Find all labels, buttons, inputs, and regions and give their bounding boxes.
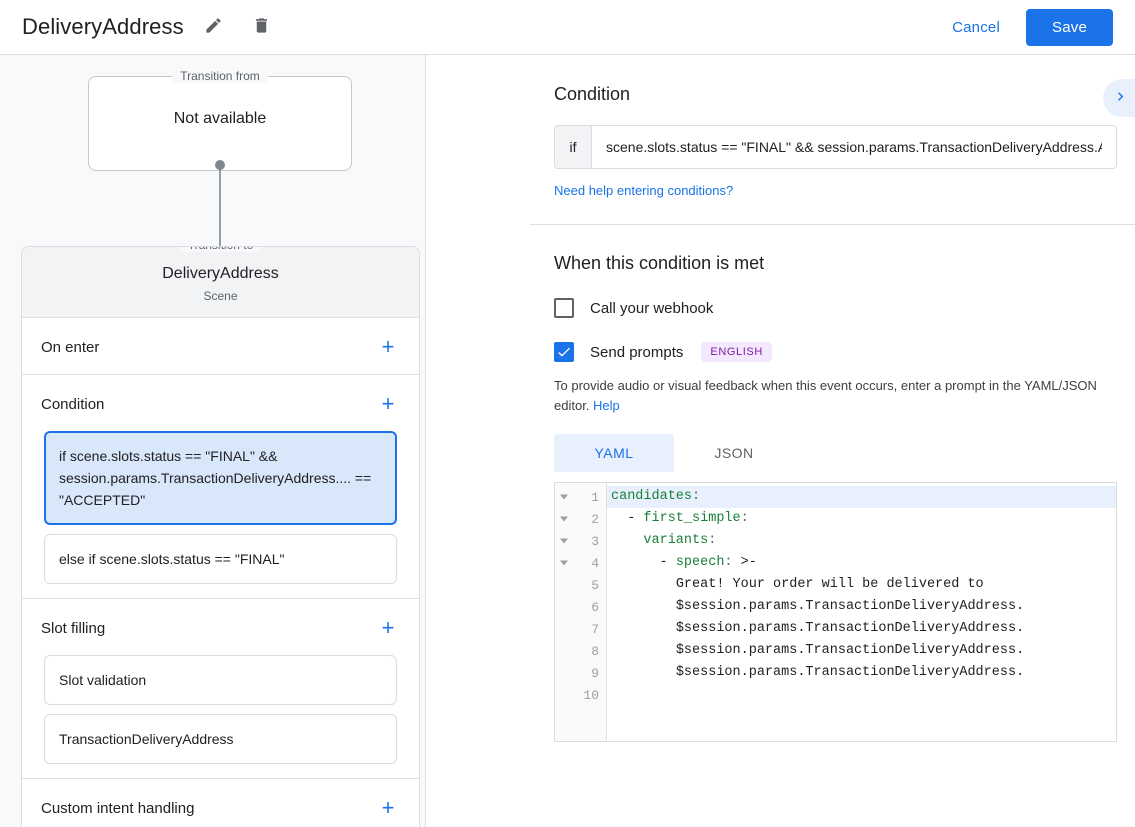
transition-from-value: Not available <box>173 110 267 127</box>
editor-line-number: 6 <box>591 599 599 615</box>
editor-code-line: $session.params.TransactionDeliveryAddre… <box>675 621 1025 636</box>
fold-caret-icon[interactable] <box>560 560 568 566</box>
section-custom-intent: Custom intent handling + <box>22 779 419 827</box>
webhook-row[interactable]: Call your webhook <box>554 298 1135 318</box>
editor-code-line: Great! Your order will be delivered to <box>675 577 984 592</box>
editor-code-line: $session.params.TransactionDeliveryAddre… <box>675 599 1025 614</box>
editor-code-line: - speech: >- <box>611 555 757 570</box>
list-item[interactable]: if scene.slots.status == "FINAL" && sess… <box>44 431 397 525</box>
section-condition-row[interactable]: Condition + <box>22 375 419 431</box>
section-slot-filling-row[interactable]: Slot filling + <box>22 599 419 655</box>
editor-code-line: candidates: <box>607 486 1116 508</box>
editor-code-line <box>607 684 1116 706</box>
editor-format-tabs: YAML JSON <box>554 434 1135 472</box>
condition-help-link[interactable]: Need help entering conditions? <box>554 183 734 198</box>
transition-from-legend: Transition from <box>172 69 268 83</box>
fold-caret-icon[interactable] <box>560 538 568 544</box>
list-item[interactable]: else if scene.slots.status == "FINAL" <box>44 534 397 584</box>
slot-filling-item-list: Slot validation TransactionDeliveryAddre… <box>22 655 419 778</box>
call-webhook-label: Call your webhook <box>590 299 714 317</box>
editor-line-number: 1 <box>555 486 606 508</box>
editor-line-number: 4 <box>555 552 606 574</box>
send-prompts-row[interactable]: Send prompts ENGLISH <box>554 342 1135 362</box>
transition-to-subtitle: Scene <box>203 289 238 303</box>
editor-line-number: 2 <box>555 508 606 530</box>
save-button[interactable]: Save <box>1026 8 1113 46</box>
app-header: DeliveryAddress Cancel Save <box>0 0 1135 55</box>
section-on-enter-title: On enter <box>41 338 100 356</box>
condition-section: Condition if Need help entering conditio… <box>530 55 1135 225</box>
condition-input[interactable] <box>592 126 1116 168</box>
section-condition-title: Condition <box>41 395 105 413</box>
condition-input-group: if <box>554 125 1117 169</box>
when-condition-met-section: When this condition is met Call your web… <box>530 225 1135 742</box>
edit-title-button[interactable] <box>196 9 232 45</box>
tab-json[interactable]: JSON <box>674 434 794 472</box>
when-met-heading: When this condition is met <box>554 253 765 273</box>
fold-caret-icon[interactable] <box>560 494 568 500</box>
cancel-button[interactable]: Cancel <box>938 11 1014 44</box>
prompts-helper-text: To provide audio or visual feedback when… <box>554 376 1117 416</box>
left-panel: Transition from Not available Transition… <box>0 55 426 827</box>
tab-yaml[interactable]: YAML <box>554 434 674 472</box>
section-custom-intent-row[interactable]: Custom intent handling + <box>22 779 419 827</box>
editor-code-area[interactable]: candidates: - first_simple: variants: - … <box>607 483 1116 741</box>
add-on-enter-button[interactable]: + <box>375 334 401 360</box>
send-prompts-label: Send prompts <box>590 343 684 361</box>
checkmark-icon <box>556 344 572 360</box>
transition-to-legend: Transition to <box>179 247 262 252</box>
add-condition-button[interactable]: + <box>375 391 401 417</box>
section-on-enter-row[interactable]: On enter + <box>22 318 419 374</box>
editor-code-line: - first_simple: <box>611 511 749 526</box>
section-custom-intent-title: Custom intent handling <box>41 799 195 817</box>
trash-icon <box>252 16 271 38</box>
section-condition: Condition + if scene.slots.status == "FI… <box>22 375 419 599</box>
fold-caret-icon[interactable] <box>560 516 568 522</box>
list-item[interactable]: Slot validation <box>44 655 397 705</box>
editor-code-line: variants: <box>643 533 717 548</box>
transition-to-header: Transition to DeliveryAddress Scene <box>22 247 419 318</box>
transition-from-box: Transition from Not available <box>88 69 352 171</box>
list-item[interactable]: TransactionDeliveryAddress <box>44 714 397 764</box>
section-slot-filling: Slot filling + Slot validation Transacti… <box>22 599 419 779</box>
condition-item-list: if scene.slots.status == "FINAL" && sess… <box>22 431 419 598</box>
chevron-right-icon <box>1112 88 1129 108</box>
right-panel: Condition if Need help entering conditio… <box>530 55 1135 827</box>
condition-heading: Condition <box>554 84 631 104</box>
delete-button[interactable] <box>244 9 280 45</box>
transition-to-card: Transition to DeliveryAddress Scene On e… <box>21 246 420 827</box>
pencil-icon <box>204 16 223 38</box>
section-slot-filling-title: Slot filling <box>41 619 106 637</box>
page-title: DeliveryAddress <box>22 14 184 39</box>
language-chip: ENGLISH <box>701 342 772 362</box>
prompts-helper-prefix: To provide audio or visual feedback when… <box>554 378 1097 413</box>
editor-line-number: 9 <box>591 665 599 681</box>
expand-panel-button[interactable] <box>1103 79 1135 117</box>
editor-code-line: $session.params.TransactionDeliveryAddre… <box>675 665 1025 680</box>
editor-code-line: $session.params.TransactionDeliveryAddre… <box>675 643 1025 658</box>
section-on-enter: On enter + <box>22 318 419 375</box>
editor-line-number: 8 <box>591 643 599 659</box>
condition-if-label: if <box>555 126 592 168</box>
call-webhook-checkbox[interactable] <box>554 298 574 318</box>
editor-line-number: 10 <box>583 687 599 703</box>
editor-line-number: 5 <box>591 577 599 593</box>
editor-line-number: 3 <box>555 530 606 552</box>
transition-to-title: DeliveryAddress <box>162 265 279 282</box>
add-custom-intent-button[interactable]: + <box>375 795 401 821</box>
add-slot-filling-button[interactable]: + <box>375 615 401 641</box>
send-prompts-checkbox[interactable] <box>554 342 574 362</box>
prompts-help-link[interactable]: Help <box>593 398 620 413</box>
editor-line-number: 7 <box>591 621 599 637</box>
